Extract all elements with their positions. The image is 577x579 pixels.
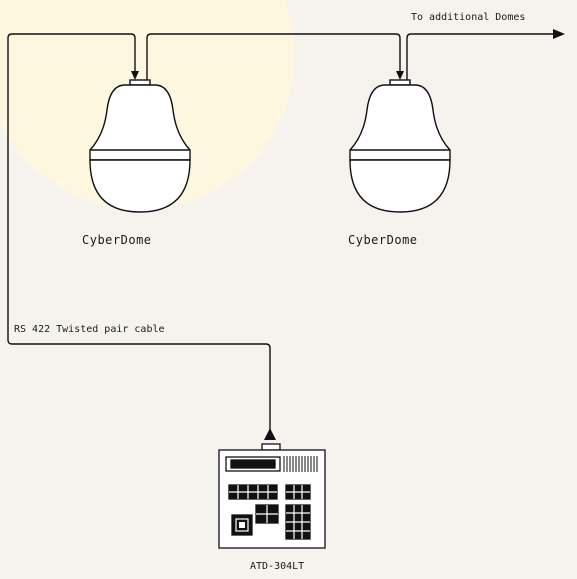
to-additional-domes-label: To additional Domes (411, 12, 526, 23)
controller-label: ATD-304LT (250, 561, 305, 572)
cable-wiring (7, 33, 560, 432)
keyboard-controller-icon (218, 443, 326, 549)
cable-label: RS 422 Twisted pair cable (14, 324, 165, 335)
arrow-heads (131, 29, 565, 440)
dome-label-1: CyberDome (82, 233, 152, 247)
dome-label-2: CyberDome (348, 233, 418, 247)
dome-camera-icon (349, 79, 451, 213)
dome-camera-icon (89, 79, 191, 213)
arrow-up-icon (264, 428, 276, 440)
arrow-down-icon (131, 71, 139, 80)
arrow-down-icon (396, 71, 404, 80)
arrow-right-icon (553, 29, 565, 39)
